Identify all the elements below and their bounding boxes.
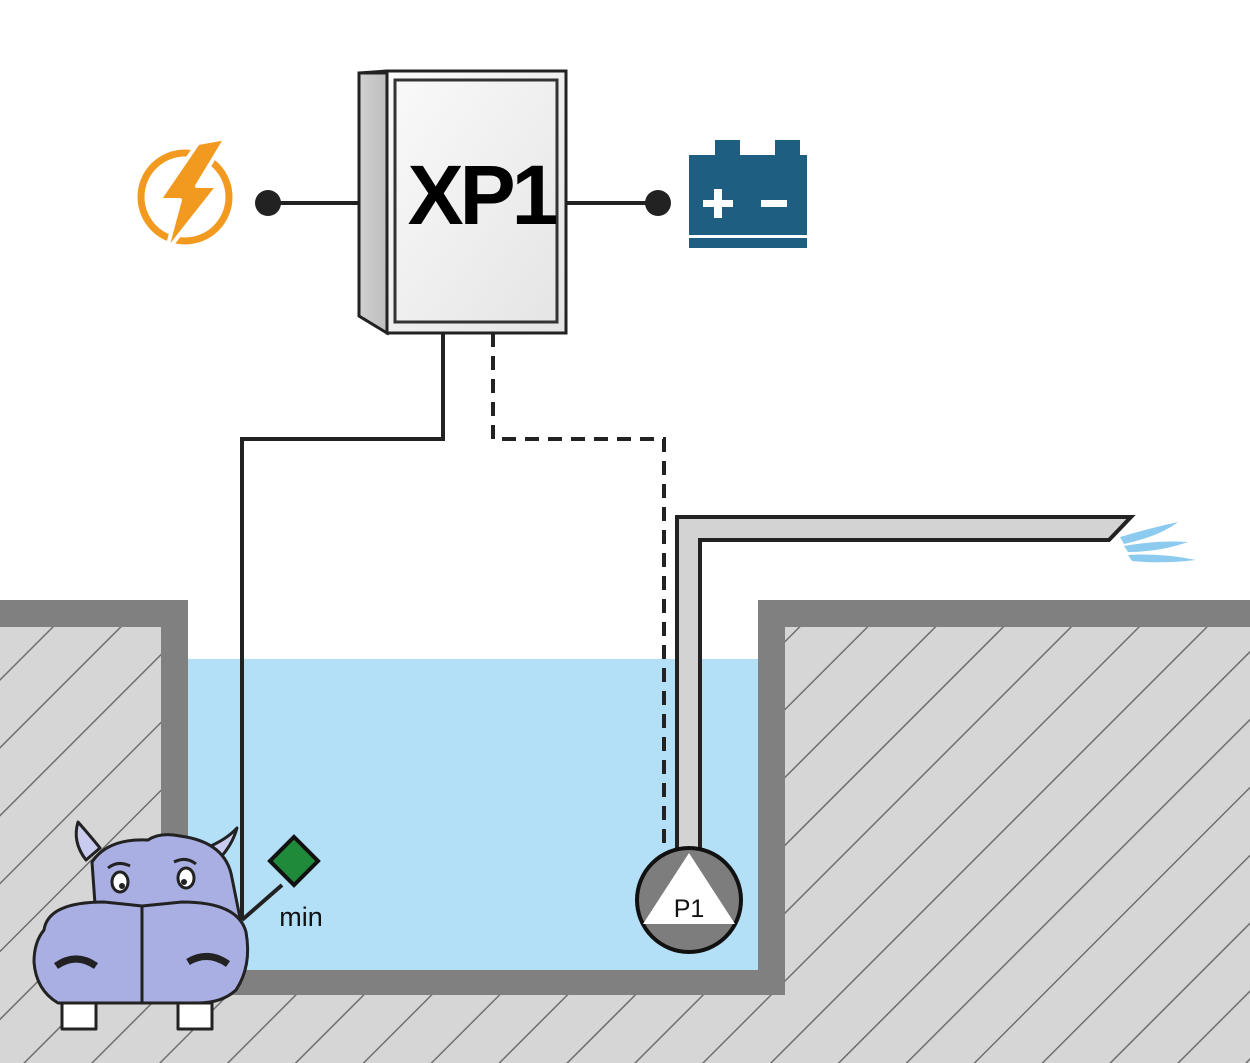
controller-cabinet: XP1 bbox=[357, 69, 568, 336]
battery-icon bbox=[689, 140, 807, 248]
controller-label: XP1 bbox=[408, 148, 557, 242]
sensor-cable bbox=[240, 333, 445, 920]
pump: P1 bbox=[635, 846, 743, 954]
battery-terminal bbox=[645, 190, 671, 216]
pump-label: P1 bbox=[674, 895, 705, 923]
level-sensor: min bbox=[240, 834, 323, 932]
hippo-mascot-icon bbox=[32, 820, 250, 1031]
power-terminal bbox=[255, 190, 281, 216]
sensor-label: min bbox=[279, 902, 323, 932]
water-jet bbox=[1120, 522, 1196, 563]
wiring bbox=[240, 201, 666, 920]
lightning-bolt-icon bbox=[137, 136, 233, 254]
pump-cable bbox=[491, 333, 666, 852]
